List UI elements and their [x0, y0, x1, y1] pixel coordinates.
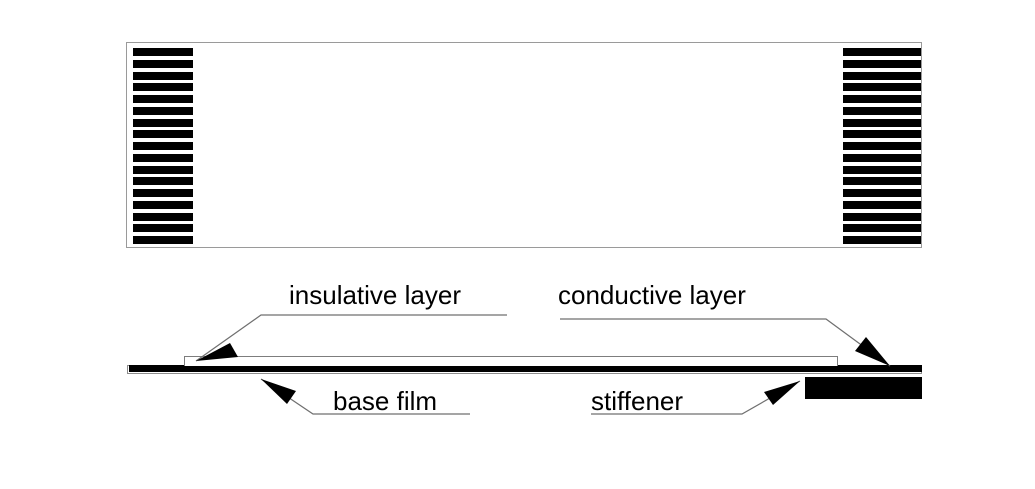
leader-insulative [195, 314, 507, 362]
contact-pad [843, 48, 921, 56]
contact-pad [133, 165, 193, 174]
contact-pad [133, 142, 193, 150]
contact-pad [133, 130, 193, 139]
conductive-layer [129, 365, 922, 372]
contact-pad [133, 71, 193, 80]
contact-pad [843, 153, 921, 162]
insulative-layer [184, 356, 838, 366]
contact-pad [843, 71, 921, 80]
label-conductive-layer: conductive layer [558, 280, 746, 310]
contact-pad [843, 106, 921, 115]
contact-pad [843, 200, 921, 209]
contact-pad [133, 236, 193, 244]
label-base-film: base film [333, 386, 438, 416]
contact-pad [843, 130, 921, 139]
contact-pad [133, 118, 193, 127]
contact-pad [133, 200, 193, 209]
contact-pad [133, 224, 193, 233]
contact-pad [843, 83, 921, 92]
contact-pad [843, 224, 921, 233]
contact-pad [133, 212, 193, 221]
plan-view-outline [126, 42, 922, 248]
contact-pad [843, 118, 921, 127]
contact-pad [843, 189, 921, 197]
contact-pad [133, 59, 193, 68]
label-insulative-layer: insulative layer [289, 280, 461, 310]
contact-pad [843, 95, 921, 103]
contact-pad [843, 59, 921, 68]
contact-pad [843, 177, 921, 186]
contact-pad [133, 153, 193, 162]
contact-pad [133, 177, 193, 186]
stiffener-layer [805, 377, 922, 399]
contact-pad [133, 83, 193, 92]
label-stiffener: stiffener [591, 386, 684, 416]
contact-pad [843, 236, 921, 244]
contact-pad-array-left [133, 48, 193, 244]
contact-pad [133, 106, 193, 115]
contact-pad [843, 165, 921, 174]
contact-pad [133, 189, 193, 197]
contact-pad [133, 48, 193, 56]
contact-pad [843, 142, 921, 150]
contact-pad [843, 212, 921, 221]
contact-pad-array-right [843, 48, 921, 244]
contact-pad [133, 95, 193, 103]
